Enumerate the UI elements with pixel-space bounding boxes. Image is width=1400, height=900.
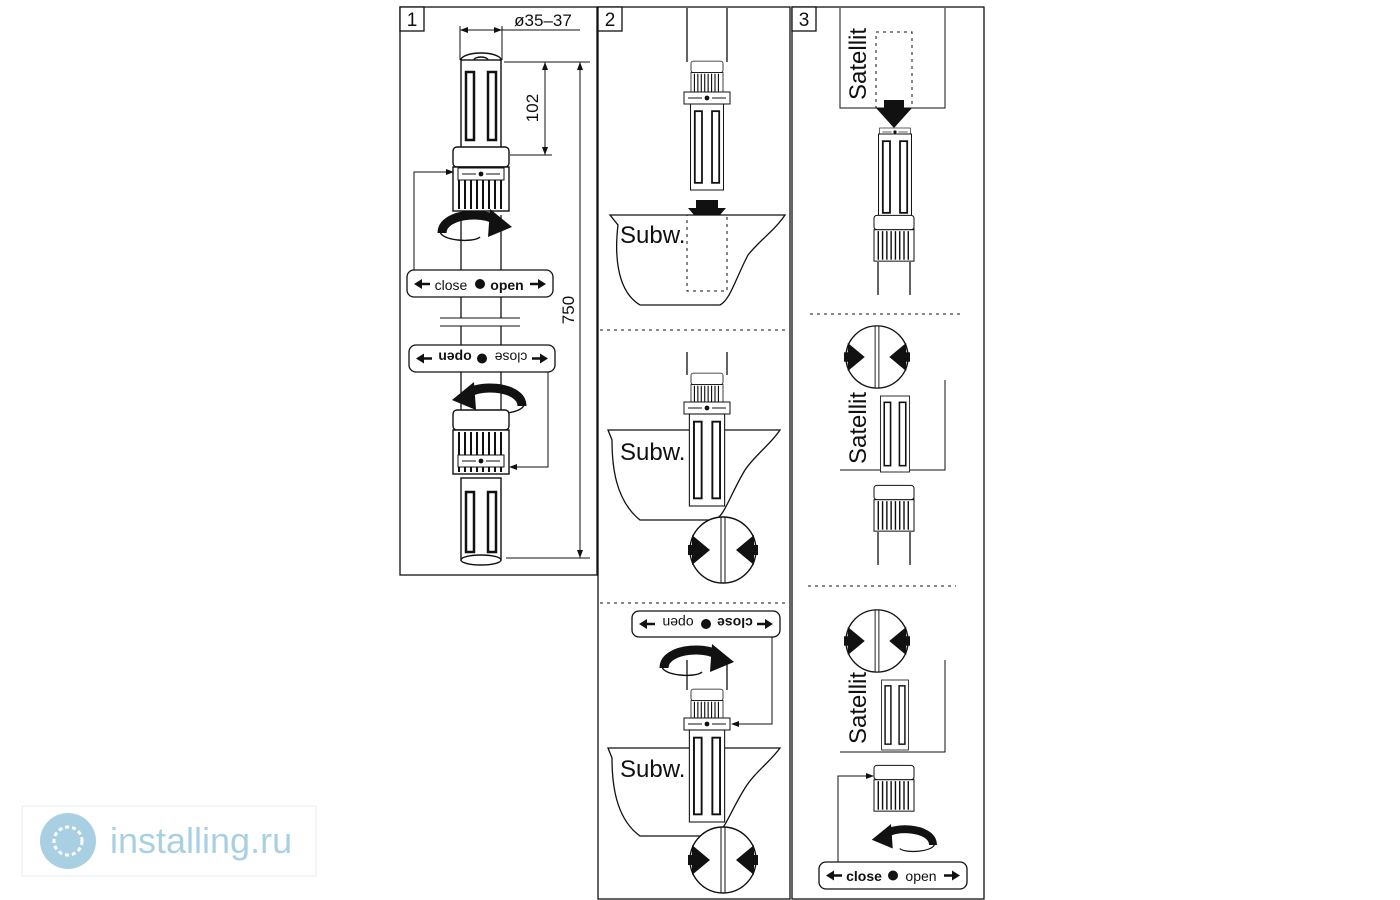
lock-open-text-p3: open xyxy=(905,868,936,884)
panel-3-step-b: Satellit xyxy=(840,325,946,565)
panel-2: 2 Subw. Subw. xyxy=(597,6,791,900)
panel-2-number-box xyxy=(597,6,623,32)
panel-3-number: 3 xyxy=(799,10,810,31)
satellite-label-a: Satellit xyxy=(845,28,872,100)
lock-label-lower: close open xyxy=(408,344,556,373)
panel-3-step-c: Satellit close open xyxy=(818,609,968,890)
subwoofer-label-b: Subw. xyxy=(620,439,685,466)
lower-tube xyxy=(460,477,502,566)
lock-open-text-upper: open xyxy=(490,277,523,293)
length-label-102: 102 xyxy=(523,94,542,122)
lock-label-panel3: close open xyxy=(818,861,968,890)
watermark: installing.ru xyxy=(21,805,317,877)
lock-close-text-lower: close xyxy=(494,350,527,366)
subwoofer-label-c: Subw. xyxy=(620,756,685,783)
height-label-750: 750 xyxy=(559,296,578,324)
upper-tube xyxy=(460,52,502,151)
lock-close-text-p2: close xyxy=(717,615,753,631)
panel-2-step-c: close open Subw. xyxy=(607,610,782,894)
watermark-text: installing.ru xyxy=(110,820,292,861)
lock-label-panel2: close open xyxy=(631,610,781,638)
lock-close-text-upper: close xyxy=(435,277,468,293)
panel-2-number: 2 xyxy=(605,10,616,31)
panel-1-number-box xyxy=(399,6,425,32)
panel-1: 1 ø35–37 102 750 xyxy=(399,6,598,576)
panel-3-frame xyxy=(791,6,985,900)
satellite-label-b: Satellit xyxy=(845,392,872,464)
lock-open-text-p2: open xyxy=(662,615,693,631)
panel-2-frame xyxy=(597,6,791,900)
panel-3: 3 Satellit Satellit xyxy=(791,6,985,900)
watermark-logo-icon xyxy=(40,813,96,869)
lock-label-upper: close open xyxy=(406,269,554,298)
lock-open-text-lower: open xyxy=(438,350,471,366)
panel-1-frame xyxy=(399,6,598,576)
panel-1-number: 1 xyxy=(407,10,418,31)
lock-close-text-p3: close xyxy=(846,868,882,884)
satellite-label-c: Satellit xyxy=(845,672,872,744)
panel-3-step-a: Satellit xyxy=(839,8,946,295)
panel-3-number-box xyxy=(791,6,817,32)
panel-2-step-b: Subw. xyxy=(607,352,782,584)
subwoofer-label-a: Subw. xyxy=(620,222,685,249)
diameter-label: ø35–37 xyxy=(514,11,572,30)
panel-2-step-a: Subw. xyxy=(608,8,787,306)
